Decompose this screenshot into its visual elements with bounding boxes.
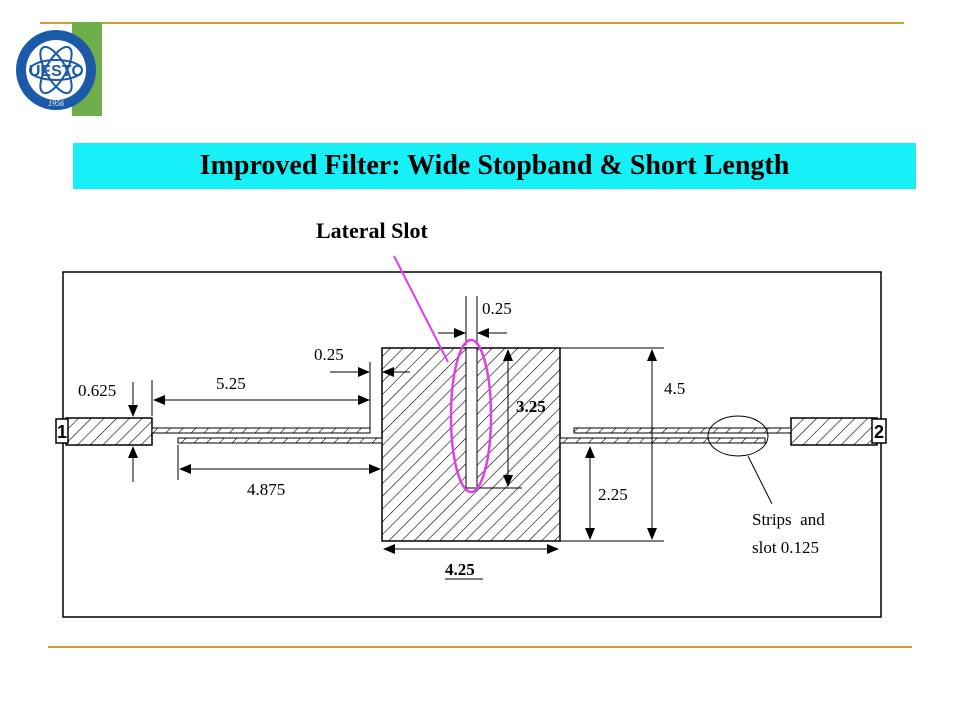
- slide-title: Improved Filter: Wide Stopband & Short L…: [199, 150, 790, 181]
- port-1-box: [55, 418, 69, 444]
- gap-label: 0.25: [314, 345, 344, 364]
- note-line-2: slot 0.125: [752, 538, 819, 557]
- right-lower-strip: [559, 437, 766, 444]
- lower-strip-label: 4.875: [247, 480, 285, 499]
- slot-length-label: 3.25: [516, 397, 546, 416]
- note-leader-line: [747, 455, 773, 505]
- port-2-label: 2: [874, 422, 884, 442]
- upper-strip-label: 5.25: [216, 374, 246, 393]
- strip-gap-circle: [707, 415, 769, 457]
- left-feed-line: [65, 417, 153, 446]
- left-lower-strip: [177, 437, 383, 444]
- slot-width-label: 0.25: [482, 299, 512, 318]
- substrate-outline: [62, 271, 882, 618]
- note-line-1: Strips and: [752, 510, 825, 529]
- port-1-label: 1: [57, 422, 67, 442]
- bottom-rule: [48, 646, 912, 648]
- patch-height-label: 4.5: [664, 379, 685, 398]
- left-upper-strip: [151, 427, 371, 434]
- right-feed-line: [790, 417, 878, 446]
- lateral-slot: [465, 347, 478, 489]
- port-2-box: [871, 418, 887, 444]
- uestc-logo: UESTC 1956: [14, 22, 102, 116]
- title-banner: Improved Filter: Wide Stopband & Short L…: [73, 143, 916, 189]
- callout-leader-line: [393, 255, 449, 363]
- lower-height-label: 2.25: [598, 485, 628, 504]
- callout-ellipse: [449, 338, 493, 494]
- logo-text: UESTC: [29, 63, 84, 80]
- top-rule: [40, 22, 904, 24]
- logo-year: 1956: [48, 99, 64, 108]
- lateral-slot-label: Lateral Slot: [316, 218, 428, 243]
- right-upper-strip: [573, 427, 792, 434]
- patch-width-label: 4.25: [445, 560, 475, 579]
- feed-width-label: 0.625: [78, 381, 116, 400]
